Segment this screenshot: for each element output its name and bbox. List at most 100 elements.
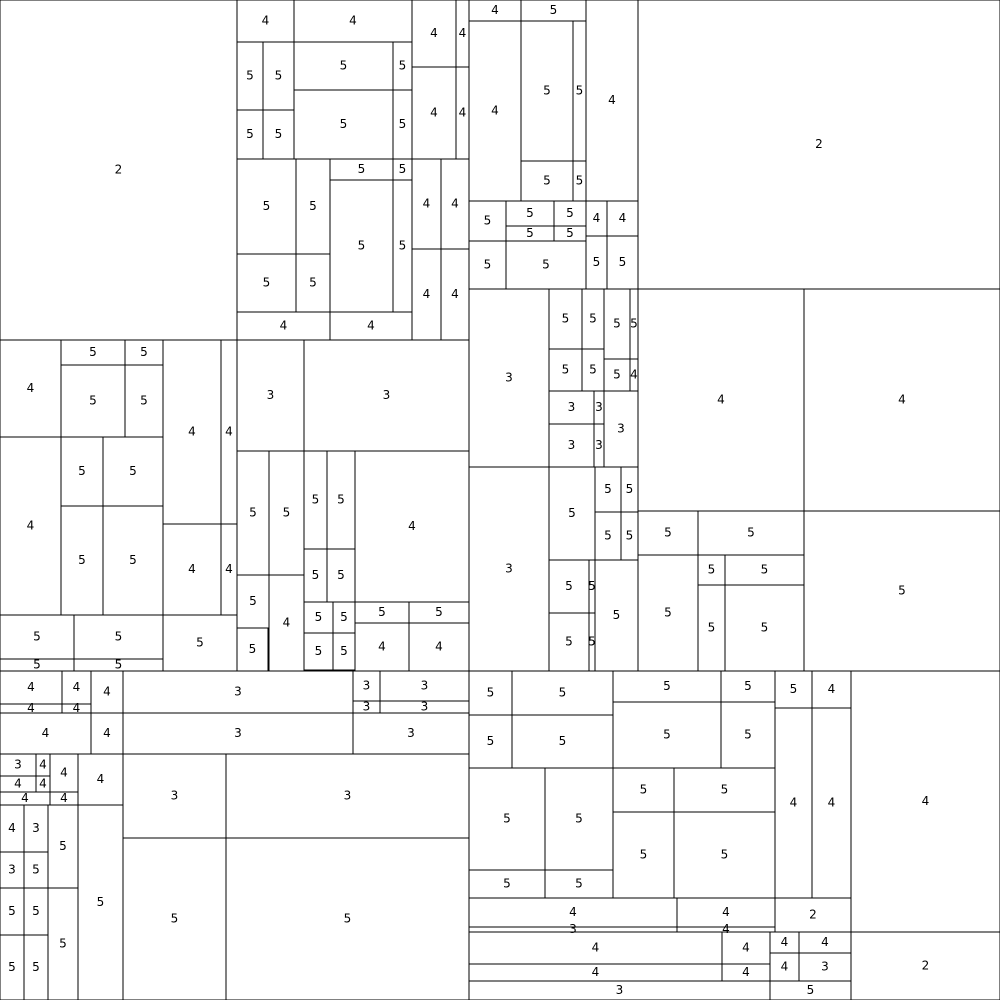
treemap-cell: 5 [572, 160, 587, 202]
cell-label: 4 [459, 26, 467, 40]
treemap-cell: 3 [352, 700, 381, 714]
treemap-cell: 5 [572, 20, 587, 162]
treemap-cell: 4 [455, 0, 470, 68]
cell-label: 5 [613, 608, 621, 622]
treemap-cell: 3 [468, 980, 771, 1000]
treemap-cell: 3 [468, 288, 550, 468]
cell-label: 5 [246, 127, 254, 141]
treemap-cell: 4 [293, 0, 413, 43]
cell-label: 2 [115, 163, 123, 177]
treemap-cell: 5 [629, 288, 639, 360]
treemap-cell: 4 [798, 931, 852, 954]
treemap-cell: 4 [811, 670, 852, 709]
treemap-cell: 5 [697, 584, 726, 672]
treemap-cell: 4 [721, 931, 771, 965]
treemap-cell: 5 [585, 235, 608, 290]
cell-label: 5 [312, 493, 320, 507]
treemap-cell: 4 [354, 622, 410, 672]
treemap-cell: 5 [23, 934, 49, 1000]
treemap-cell: 3 [352, 712, 470, 755]
cell-label: 5 [543, 84, 551, 98]
treemap-cell: 5 [505, 240, 587, 290]
treemap-cell: 5 [329, 179, 394, 313]
cell-label: 5 [115, 630, 123, 644]
treemap-cell: 5 [673, 767, 776, 813]
treemap-cell: 5 [47, 804, 79, 889]
treemap-cell: 5 [0, 614, 75, 660]
cell-label: 3 [616, 983, 624, 997]
cell-label: 5 [588, 635, 596, 649]
cell-label: 5 [576, 174, 584, 188]
cell-label: 4 [781, 935, 789, 949]
cell-label: 4 [42, 726, 50, 740]
cell-label: 4 [8, 821, 16, 835]
cell-label: 4 [821, 935, 829, 949]
treemap-cell: 5 [581, 348, 605, 392]
cell-label: 5 [565, 635, 573, 649]
cell-label: 5 [249, 506, 257, 520]
treemap-cell: 5 [326, 548, 356, 603]
treemap-cell: 5 [505, 200, 555, 227]
treemap-cell: 5 [468, 240, 507, 290]
cell-label: 3 [363, 679, 371, 693]
cell-label: 5 [344, 912, 352, 926]
treemap-cell: 5 [262, 109, 295, 160]
cell-label: 5 [399, 59, 407, 73]
cell-label: 4 [593, 211, 601, 225]
treemap-cell: 5 [102, 436, 164, 507]
treemap-cell: 4 [411, 0, 457, 68]
cell-label: 5 [761, 621, 769, 635]
treemap-cell: 4 [0, 791, 51, 806]
treemap-cell: 5 [505, 225, 555, 242]
cell-label: 4 [717, 393, 725, 407]
cell-label: 5 [89, 394, 97, 408]
treemap-cell: 4 [0, 339, 62, 438]
treemap-cell: 5 [60, 505, 104, 616]
cell-label: 5 [33, 658, 41, 672]
cell-label: 5 [59, 937, 67, 951]
treemap-cell: 4 [268, 574, 305, 672]
treemap-cell: 5 [544, 767, 614, 871]
treemap-cell: 3 [122, 753, 227, 839]
cell-label: 5 [309, 199, 317, 213]
treemap-cell: 3 [548, 390, 595, 425]
cell-label: 4 [922, 794, 930, 808]
cell-label: 5 [744, 728, 752, 742]
treemap-cell: 5 [697, 554, 726, 586]
cell-label: 3 [421, 679, 429, 693]
cell-label: 5 [566, 226, 574, 240]
treemap-cell: 4 [61, 670, 92, 705]
cell-label: 5 [807, 983, 815, 997]
treemap-cell: 5 [769, 980, 852, 1000]
cell-label: 5 [249, 594, 257, 608]
treemap-cell: 4 [0, 712, 92, 755]
treemap-cell: 5 [0, 934, 25, 1000]
cell-label: 4 [592, 965, 600, 979]
treemap-cell: 5 [236, 450, 270, 576]
cell-label: 4 [742, 965, 750, 979]
treemap-cell: 4 [606, 200, 639, 237]
treemap-cell: 5 [553, 225, 587, 242]
cell-label: 5 [246, 69, 254, 83]
cell-label: 5 [399, 162, 407, 176]
treemap-cell: 5 [673, 811, 776, 899]
cell-rect [225, 837, 470, 1000]
cell-label: 4 [349, 14, 357, 28]
cell-label: 5 [315, 644, 323, 658]
cell-label: 5 [275, 69, 283, 83]
treemap-cell: 4 [35, 753, 51, 777]
treemap-cell: 2 [774, 897, 852, 933]
cell-rect [354, 450, 470, 603]
treemap-cell: 4 [162, 523, 222, 616]
treemap-cell: 5 [511, 714, 614, 769]
cell-label: 5 [664, 606, 672, 620]
cell-label: 4 [491, 104, 499, 118]
treemap-cell: 4 [0, 775, 37, 793]
cell-label: 4 [790, 796, 798, 810]
treemap-cell: 5 [293, 41, 394, 91]
treemap-cell: 5 [77, 804, 124, 1000]
treemap-cell: 5 [548, 559, 590, 614]
cell-label: 5 [8, 960, 16, 974]
treemap-cell: 3 [0, 851, 25, 889]
